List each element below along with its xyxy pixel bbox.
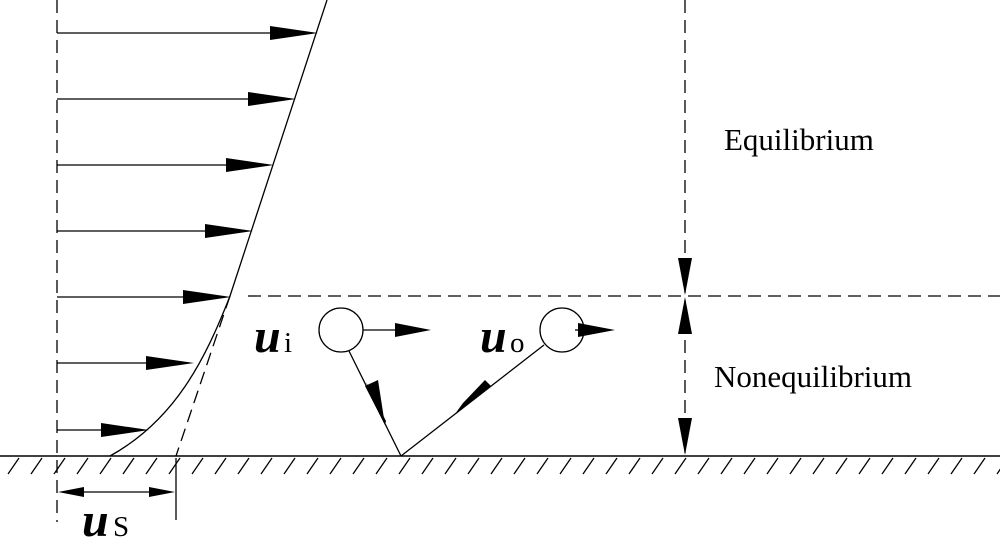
velocity-arrow-icon — [57, 158, 274, 172]
ground-hatch — [858, 457, 871, 475]
ground-hatch — [536, 457, 549, 475]
ground-hatch — [766, 457, 779, 475]
ground-hatch — [812, 457, 825, 475]
circle-icon — [318, 307, 364, 353]
velocity-arrow-icon — [57, 290, 231, 304]
ground-hatch — [720, 457, 733, 475]
velocity-arrow-icon — [57, 224, 253, 238]
velocity-arrow-icon — [57, 92, 296, 106]
ground-hatch — [30, 457, 43, 475]
incident-velocity-label: u i — [254, 310, 292, 363]
slip-dimension — [58, 458, 177, 520]
outgoing-particle — [539, 307, 615, 353]
ground-hatch — [421, 457, 434, 475]
incident-particle — [318, 307, 431, 353]
profile-extension-line — [175, 295, 231, 457]
ground-hatch — [306, 457, 319, 475]
ground-hatch — [996, 468, 1000, 475]
slip-velocity-label: u S — [82, 494, 129, 547]
region-extent-arrows — [678, 258, 692, 455]
ground-hatch — [651, 457, 664, 475]
ground-hatch — [214, 457, 227, 475]
velocity-arrow-icon — [57, 423, 149, 437]
ground-hatch — [513, 457, 526, 475]
ground-hatch — [789, 457, 802, 475]
velocity-arrows — [57, 26, 318, 437]
outgoing-velocity-symbol: u — [480, 310, 507, 363]
ground-hatch — [168, 457, 181, 475]
ground-hatch — [605, 457, 618, 475]
nonequilibrium-label: Nonequilibrium — [714, 359, 912, 394]
outgoing-velocity-label: u o — [480, 310, 525, 363]
ground-hatch — [122, 457, 135, 475]
particle-trajectory — [348, 344, 545, 457]
ground-hatch — [99, 457, 112, 475]
ground-hatch — [444, 457, 457, 475]
ground-hatch — [53, 457, 66, 475]
velocity-profile-lower — [109, 295, 231, 457]
arrow-up-icon — [678, 297, 692, 334]
arrow-down-icon — [678, 418, 692, 455]
ground-hatch — [904, 457, 917, 475]
ground-hatch — [375, 457, 388, 475]
ground-hatch — [743, 457, 756, 475]
ground-hatch — [559, 457, 572, 475]
ground-hatch — [76, 457, 89, 475]
ground-hatch — [467, 457, 480, 475]
outgoing-velocity-subscript: o — [510, 327, 525, 359]
ground-hatch — [7, 457, 20, 475]
ground-hatch — [697, 457, 710, 475]
ground-hatch — [490, 457, 503, 475]
ground-hatch — [835, 457, 848, 475]
ground-hatch — [674, 457, 687, 475]
ground-hatch — [881, 457, 894, 475]
ground-hatch — [398, 457, 411, 475]
slip-velocity-subscript: S — [113, 511, 129, 543]
ground-hatch — [145, 457, 158, 475]
ground-hatch — [628, 457, 641, 475]
ground-hatch — [973, 457, 986, 475]
arrow-down-icon — [678, 258, 692, 295]
ground-hatch — [582, 457, 595, 475]
hatched-ground-icon — [0, 455, 1000, 475]
incident-velocity-symbol: u — [254, 310, 281, 363]
ground-hatch — [191, 457, 204, 475]
velocity-arrow-icon — [57, 356, 194, 370]
velocity-profile-upper — [229, 0, 328, 297]
equilibrium-label: Equilibrium — [724, 122, 874, 157]
ground-hatch — [260, 457, 273, 475]
ground-hatch — [927, 457, 940, 475]
ground-hatch — [352, 457, 365, 475]
ground-hatch — [237, 457, 250, 475]
ground-hatch — [329, 457, 342, 475]
ground-hatch — [950, 457, 963, 475]
ground-hatch — [283, 457, 296, 475]
incident-velocity-subscript: i — [284, 327, 292, 359]
slip-velocity-symbol: u — [82, 494, 109, 547]
velocity-arrow-icon — [57, 26, 318, 40]
